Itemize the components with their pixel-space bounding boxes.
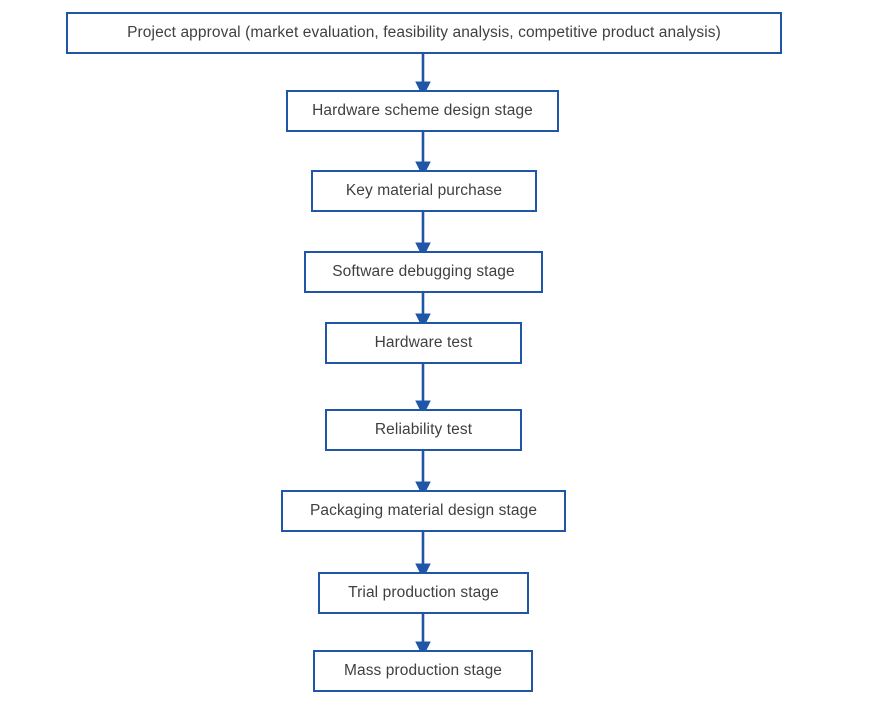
flow-node-reliability-test[interactable]: Reliability test <box>325 409 522 451</box>
flow-node-label: Reliability test <box>374 420 473 438</box>
flow-node-hardware-test[interactable]: Hardware test <box>325 322 522 364</box>
flow-node-packaging-material[interactable]: Packaging material design stage <box>281 490 566 532</box>
flow-node-label: Software debugging stage <box>332 262 515 280</box>
flow-node-mass-production[interactable]: Mass production stage <box>313 650 533 692</box>
flow-node-software-debugging[interactable]: Software debugging stage <box>304 251 543 293</box>
flow-node-label: Packaging material design stage <box>309 501 538 519</box>
flow-node-hardware-scheme[interactable]: Hardware scheme design stage <box>286 90 559 132</box>
flow-node-label: Key material purchase <box>345 181 503 199</box>
flow-node-key-material[interactable]: Key material purchase <box>311 170 537 212</box>
flow-node-label: Hardware scheme design stage <box>312 101 533 119</box>
flow-node-label: Trial production stage <box>348 583 499 601</box>
flow-node-label: Hardware test <box>374 333 473 351</box>
flow-node-label: Mass production stage <box>343 661 503 679</box>
flow-node-project-approval[interactable]: Project approval (market evaluation, fea… <box>66 12 782 54</box>
flow-node-label: Project approval (market evaluation, fea… <box>127 23 721 41</box>
flow-node-trial-production[interactable]: Trial production stage <box>318 572 529 614</box>
